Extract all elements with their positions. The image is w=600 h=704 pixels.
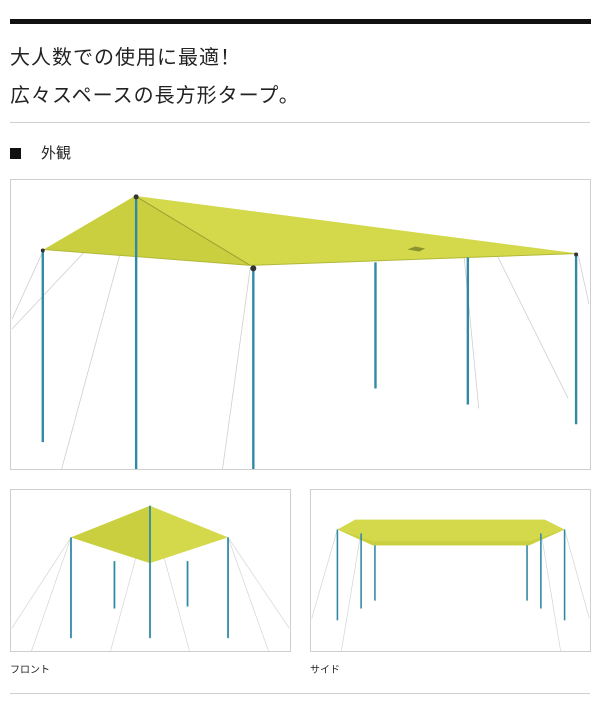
main-product-image — [10, 179, 591, 470]
tarp-side-illustration — [311, 519, 590, 651]
front-view-image — [10, 489, 291, 652]
square-bullet-icon — [10, 148, 21, 159]
section-heading: 外観 — [10, 141, 71, 165]
top-rule — [10, 19, 591, 24]
divider-bottom — [10, 693, 590, 694]
front-view-caption: フロント — [10, 665, 50, 676]
tarp-main-illustration — [11, 194, 590, 469]
side-view-image — [310, 489, 591, 652]
tarp-front-illustration — [11, 505, 290, 651]
headline: 大人数での使用に最適！ 広々スペースの長方形タープ。 — [10, 38, 590, 114]
headline-line-1: 大人数での使用に最適！ — [10, 45, 241, 69]
headline-line-2: 広々スペースの長方形タープ。 — [10, 83, 300, 107]
side-view-caption: サイド — [310, 665, 340, 676]
section-title: 外観 — [41, 144, 72, 162]
divider — [10, 122, 590, 123]
